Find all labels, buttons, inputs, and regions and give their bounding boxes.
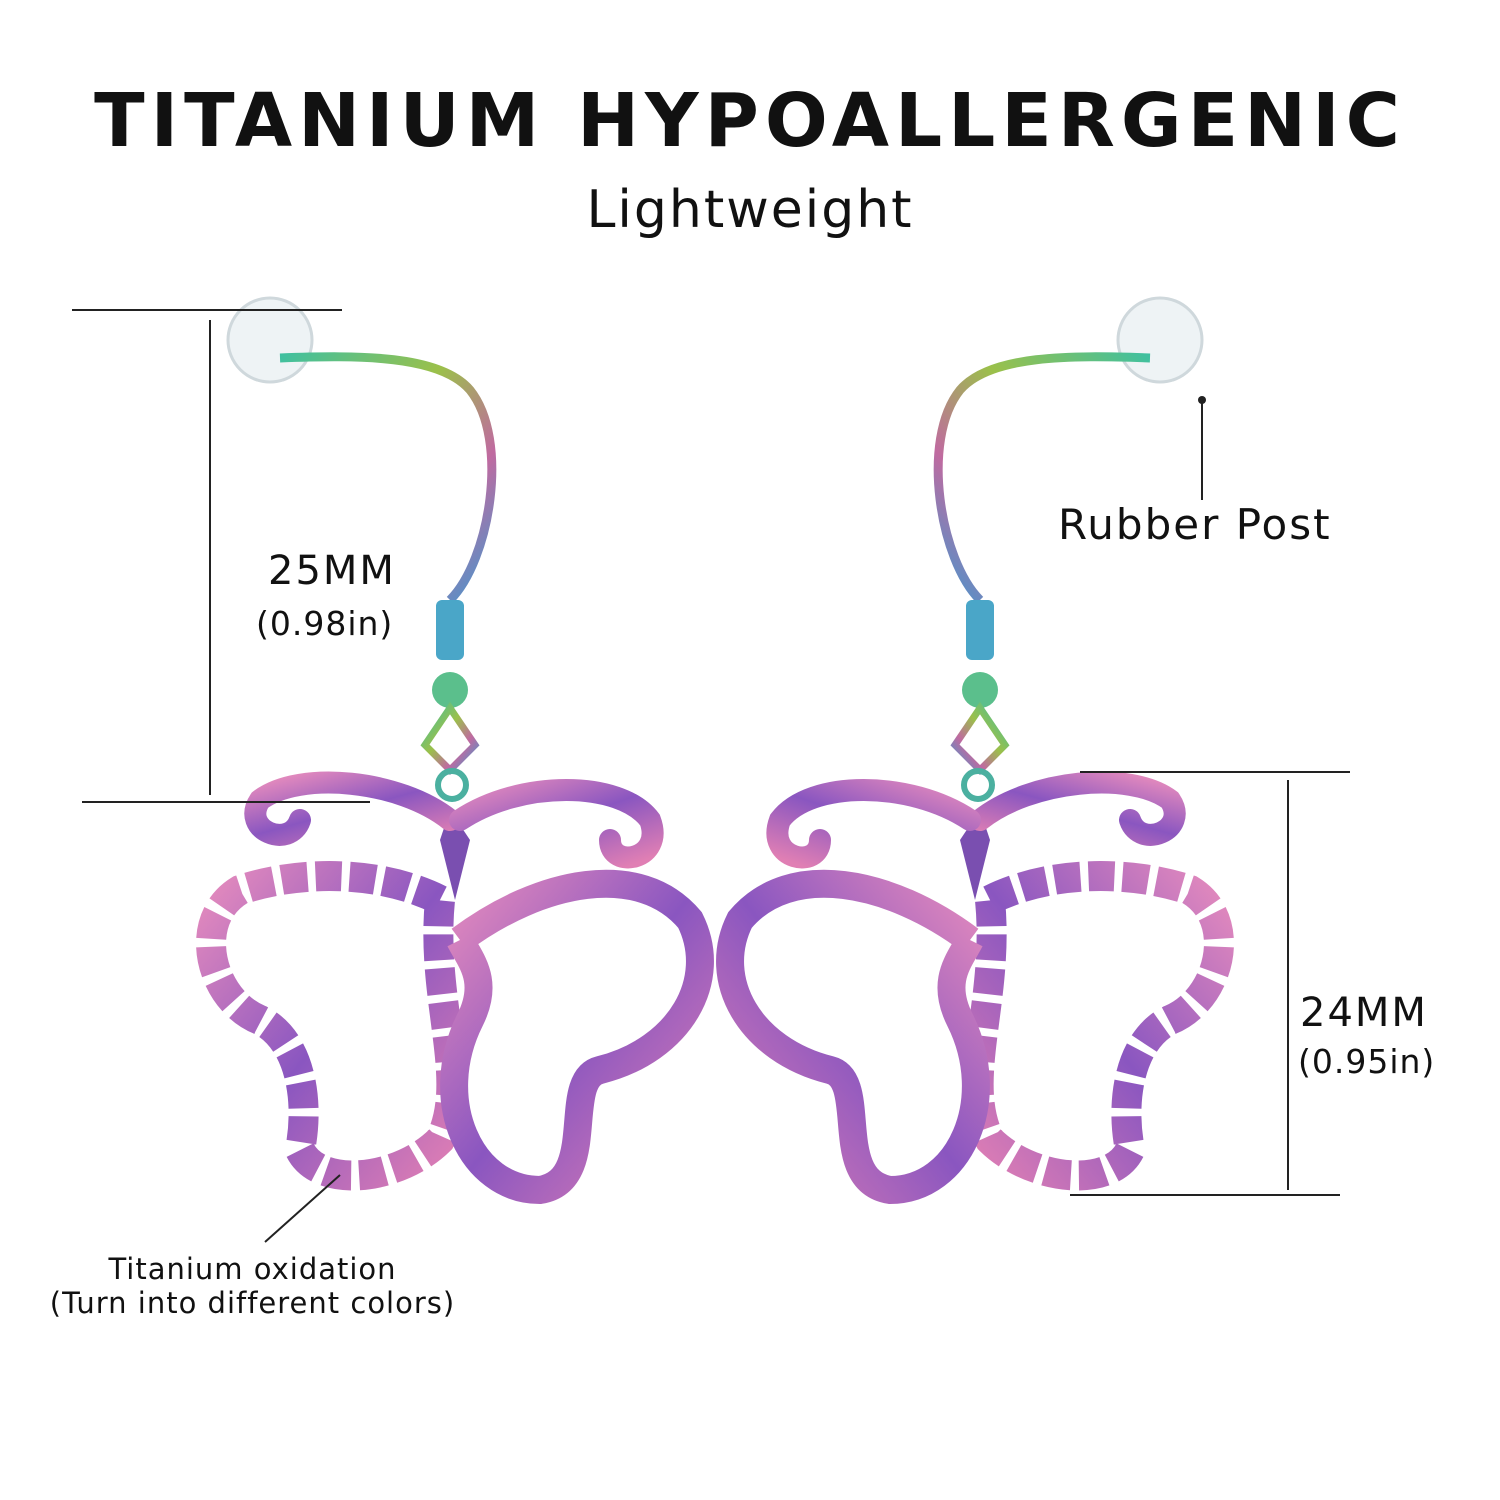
- oxidation-sublabel: (Turn into different colors): [49, 1286, 456, 1320]
- page-subtitle: Lightweight: [586, 180, 914, 240]
- dim-line-top-right: [1080, 771, 1350, 773]
- hook-length-mm: 25MM: [268, 548, 396, 594]
- left-earring: [211, 298, 700, 1190]
- pendant-height-inch: (0.95in): [1298, 1042, 1436, 1081]
- right-earring: [730, 298, 1219, 1190]
- oxidation-label: Titanium oxidation: [108, 1252, 397, 1286]
- oxidation-leader: [264, 1174, 341, 1243]
- dim-line-bottom-left: [82, 801, 370, 803]
- rubber-post-label: Rubber Post: [1058, 500, 1332, 549]
- dim-line-bottom-right: [1070, 1194, 1340, 1196]
- dim-line-top-left: [72, 309, 342, 311]
- page-title: TITANIUM HYPOALLERGENIC: [94, 78, 1406, 164]
- hook-length-inch: (0.98in): [256, 604, 394, 643]
- pendant-height-mm: 24MM: [1300, 990, 1428, 1036]
- dim-line-vertical-left: [209, 320, 211, 795]
- dim-line-vertical-right: [1287, 780, 1289, 1190]
